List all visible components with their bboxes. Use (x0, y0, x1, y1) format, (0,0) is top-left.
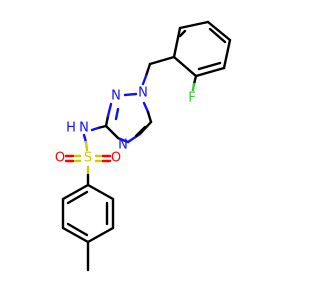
bond (197, 61, 222, 71)
bond (86, 226, 115, 244)
bond (134, 125, 147, 138)
bond (82, 133, 88, 144)
bond (178, 29, 187, 38)
atom-labels: F N N N N H S O O (55, 86, 196, 166)
bond (90, 126, 100, 132)
bond (104, 124, 120, 140)
bond (141, 74, 148, 86)
bond (206, 20, 232, 42)
bond (61, 183, 90, 201)
bond (194, 66, 226, 78)
atom-label-nitrogen: N (79, 121, 89, 136)
bond (104, 114, 110, 128)
bond (192, 74, 198, 86)
bond (144, 62, 152, 78)
atom-label-nitrogen: N (111, 89, 121, 104)
bonds (61, 20, 232, 272)
bond (142, 101, 150, 114)
bond (178, 20, 210, 30)
atom-label-nitrogen: N (118, 138, 128, 153)
bond (148, 55, 176, 66)
bond (208, 27, 227, 44)
atom-label-oxygen: O (55, 151, 65, 166)
atom-label-fluorine: F (188, 91, 195, 106)
bond (123, 92, 138, 97)
bond (66, 222, 89, 237)
bond (84, 140, 89, 152)
bond (222, 38, 232, 70)
bond (86, 183, 115, 201)
bond (146, 110, 153, 124)
bond (61, 226, 90, 244)
atom-label-oxygen: O (111, 151, 121, 166)
bond (172, 55, 198, 78)
bond (96, 124, 108, 130)
molecule-structure: F N N N N H S O O (55, 20, 232, 272)
bond (114, 107, 120, 121)
atom-label-sulfur: S (84, 151, 92, 166)
atom-label-hydrogen: H (66, 121, 76, 136)
bond (66, 190, 89, 205)
bond (106, 102, 113, 118)
bond (116, 136, 130, 144)
bond (191, 82, 196, 92)
bond (172, 26, 182, 59)
atom-label-nitrogen: N (138, 86, 148, 101)
